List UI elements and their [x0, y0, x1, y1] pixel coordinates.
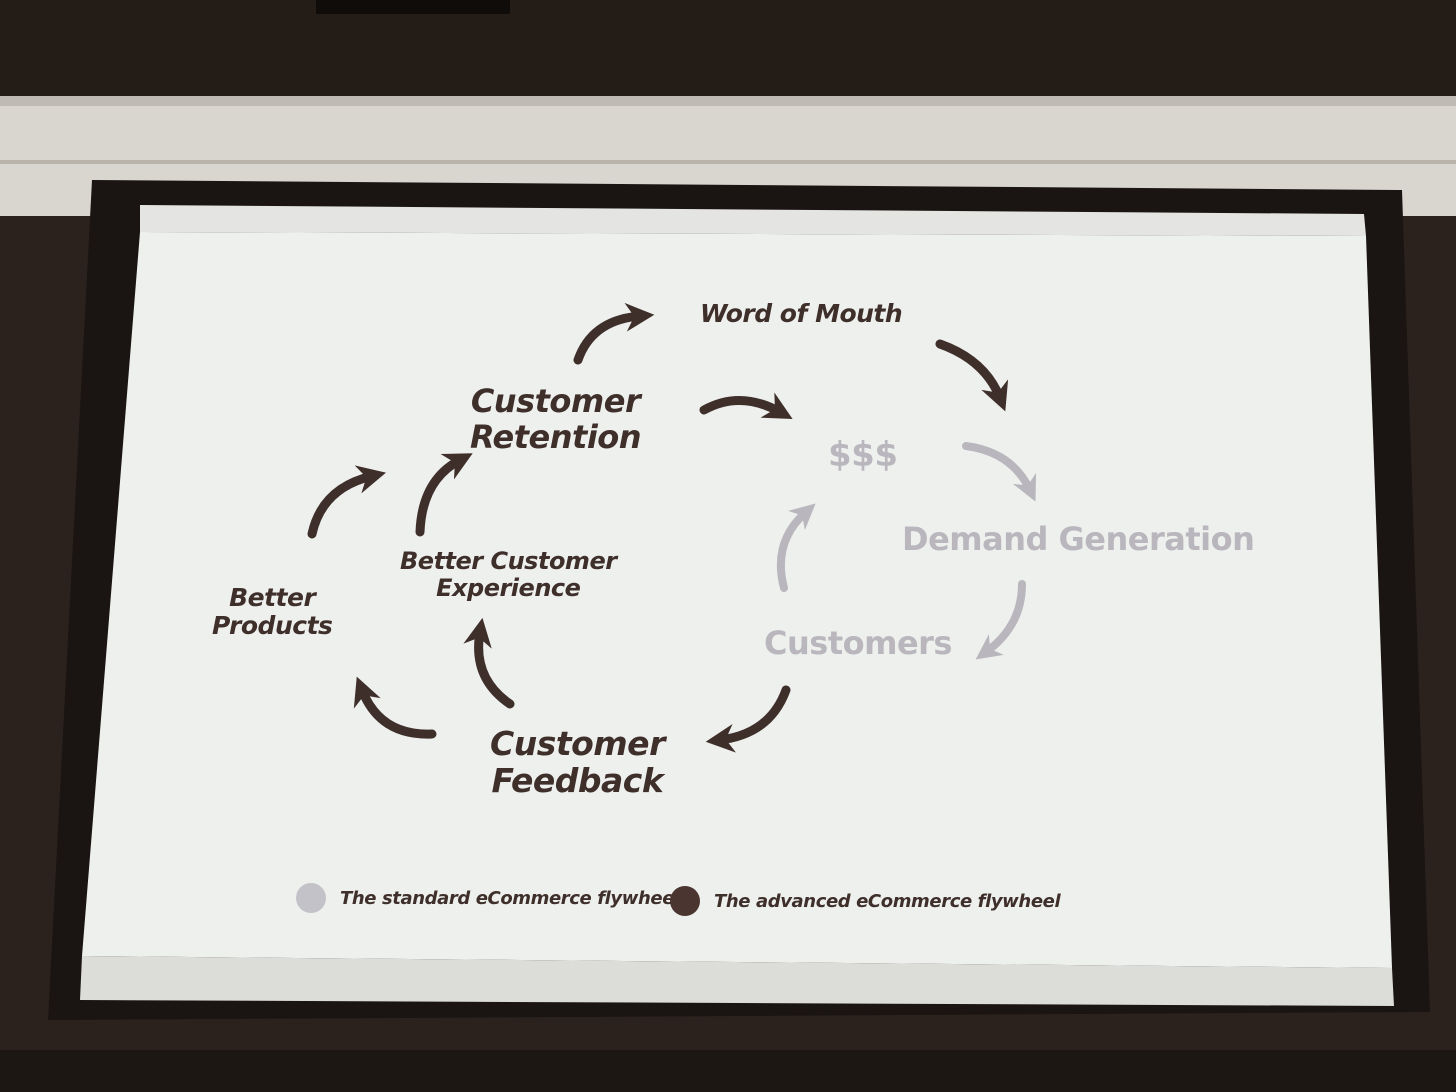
node-demand-generation: Demand Generation: [902, 520, 1255, 558]
node-customer-retention: Customer Retention: [470, 382, 642, 456]
node-customer-feedback-line-1: Customer: [490, 724, 665, 763]
node-customers: Customers: [764, 624, 952, 662]
node-better-products-line-2: Products: [212, 611, 333, 640]
curved-arrow-icon: [307, 465, 387, 539]
legend-advanced: The advanced eCommerce flywheel: [670, 886, 1061, 916]
node-customer-retention-line-2: Retention: [470, 417, 642, 456]
node-better-customer-experience-line-2: Experience: [436, 573, 581, 602]
legend-standard-dot-icon: [296, 883, 326, 913]
node-money: $$$: [828, 435, 898, 475]
curved-arrow-icon: [463, 617, 515, 709]
legend-advanced-dot-icon: [670, 886, 700, 916]
legend-standard: The standard eCommerce flywheel: [296, 883, 680, 913]
curved-arrow-icon: [415, 453, 473, 537]
curved-arrow-icon: [962, 442, 1037, 502]
node-word-of-mouth: Word of Mouth: [700, 299, 903, 328]
node-better-customer-experience: Better Customer Experience: [400, 548, 617, 602]
node-customer-feedback: Customer Feedback: [490, 724, 665, 800]
curved-arrow-icon: [699, 392, 793, 419]
legend-advanced-label: The advanced eCommerce flywheel: [714, 890, 1061, 912]
curved-arrow-icon: [776, 503, 816, 592]
node-better-products-line-1: Better: [229, 583, 316, 612]
curved-arrow-icon: [705, 685, 791, 753]
node-customer-feedback-line-2: Feedback: [491, 760, 664, 800]
curved-arrow-icon: [975, 580, 1026, 660]
node-better-customer-experience-line-1: Better Customer: [400, 547, 617, 575]
node-customer-retention-line-1: Customer: [470, 382, 641, 420]
curved-arrow-icon: [935, 339, 1009, 412]
curved-arrow-icon: [353, 676, 437, 739]
legend-standard-label: The standard eCommerce flywheel: [340, 887, 680, 909]
node-better-products: Better Products: [212, 583, 333, 640]
curved-arrow-icon: [573, 302, 655, 365]
